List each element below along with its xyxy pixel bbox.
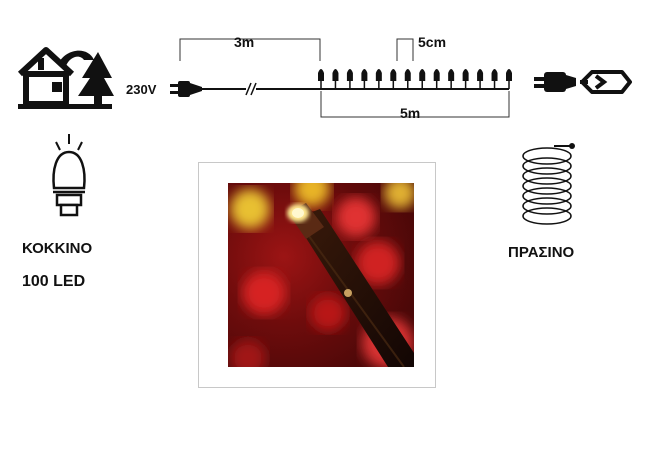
led-symbol bbox=[477, 69, 484, 89]
led-symbol bbox=[433, 69, 440, 89]
led-symbol bbox=[332, 69, 339, 89]
spacing-bracket bbox=[396, 38, 414, 61]
led-symbol bbox=[375, 69, 382, 89]
coiled-cable-icon bbox=[522, 143, 575, 225]
lit-length-label: 5m bbox=[400, 105, 421, 121]
led-symbol bbox=[448, 69, 455, 89]
led-symbol bbox=[491, 69, 498, 89]
lit-length-bracket bbox=[320, 91, 510, 118]
product-photo bbox=[228, 183, 414, 367]
led-symbol bbox=[346, 69, 353, 89]
mains-plug-icon bbox=[170, 81, 202, 97]
house-tree-icon bbox=[17, 47, 114, 109]
led-symbol bbox=[404, 69, 411, 89]
led-symbol bbox=[361, 69, 368, 89]
led-count-label: 100 LED bbox=[22, 273, 86, 290]
led-closeup-image bbox=[230, 183, 414, 367]
led-spacing-label: 5cm bbox=[418, 34, 447, 50]
led-symbol bbox=[390, 69, 397, 89]
led-row bbox=[318, 69, 512, 89]
connector-plug-icon bbox=[534, 70, 632, 94]
voltage-label: 230V bbox=[126, 82, 157, 97]
cable-color-label: ΠΡΑΣΙΝΟ bbox=[508, 244, 575, 261]
led-symbol bbox=[419, 69, 426, 89]
lead-length-label: 3m bbox=[234, 34, 255, 50]
led-symbol bbox=[506, 69, 512, 89]
wiring-diagram bbox=[170, 38, 512, 118]
led-symbol bbox=[462, 69, 469, 89]
led-bulb-icon bbox=[52, 134, 86, 217]
color-label: ΚΟΚΚΙΝΟ bbox=[22, 240, 93, 257]
lead-length-bracket bbox=[179, 38, 321, 61]
led-symbol bbox=[318, 69, 324, 89]
product-photo-frame bbox=[198, 162, 436, 388]
